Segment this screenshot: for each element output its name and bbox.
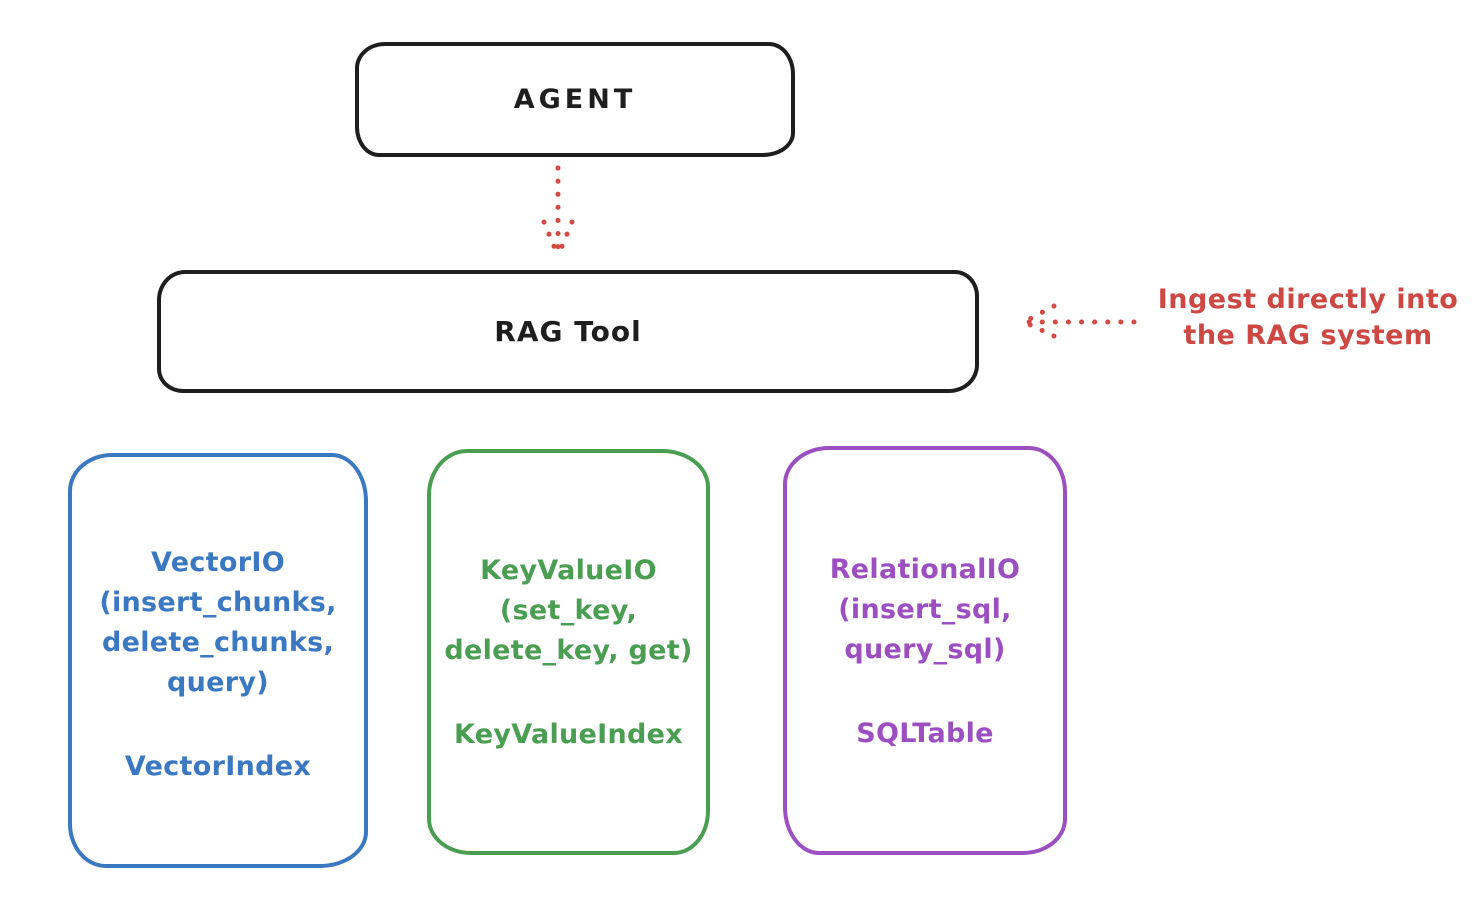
keyvalue-index-label: KeyValueIndex [453,719,683,750]
agent-label: AGENT [513,84,637,115]
vector-io-methods: VectorIO (insert_chunks, delete_chunks, … [99,543,336,703]
sql-table-label: SQLTable [856,718,994,749]
module-line: query) [167,667,269,698]
module-line: query_sql) [844,634,1006,665]
agent-box: AGENT [355,42,795,157]
rag-tool-label: RAG Tool [494,315,642,348]
keyvalue-io-box: KeyValueIO (set_key, delete_key, get) Ke… [427,449,710,855]
module-line: (set_key, [499,595,638,626]
keyvalue-io-methods: KeyValueIO (set_key, delete_key, get) [444,551,692,671]
agent-to-ragtool-arrow-icon [541,165,575,259]
module-line: RelationalIO [829,554,1021,585]
vector-io-box: VectorIO (insert_chunks, delete_chunks, … [68,453,368,868]
module-line: delete_key, get) [444,635,693,666]
vector-index-label: VectorIndex [124,751,312,782]
ingest-annotation: Ingest directly into the RAG system [1140,282,1476,354]
relational-io-box: RelationalIO (insert_sql, query_sql) SQL… [783,446,1067,855]
module-line: VectorIO [151,547,285,578]
ingest-annotation-line2: the RAG system [1183,320,1433,351]
rag-tool-box: RAG Tool [157,270,979,393]
ingest-arrow-icon [1021,303,1137,339]
module-line: (insert_sql, [838,594,1012,625]
module-line: delete_chunks, [101,627,335,658]
relational-io-methods: RelationalIO (insert_sql, query_sql) [830,550,1021,670]
ingest-annotation-line1: Ingest directly into [1157,284,1459,315]
module-line: KeyValueIO [480,555,657,586]
module-line: (insert_chunks, [99,587,337,618]
